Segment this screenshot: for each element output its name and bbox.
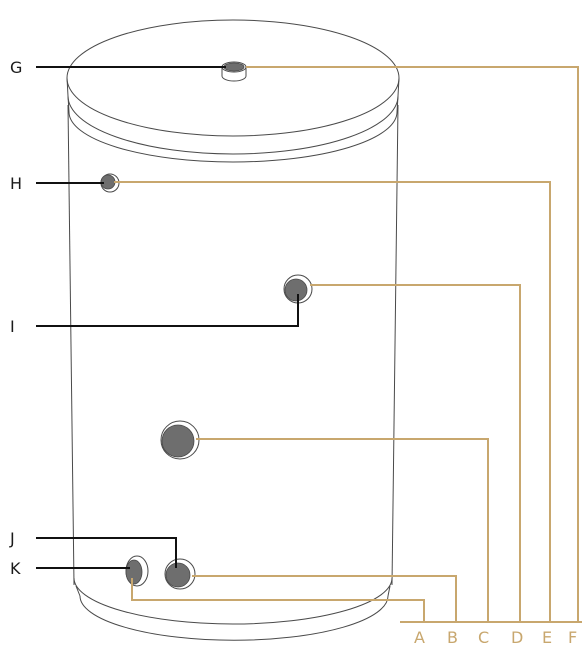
tank-lid-top (66, 19, 400, 137)
label-j: J (9, 529, 15, 548)
tank-base-ring (75, 585, 391, 597)
label-b: B (447, 628, 458, 647)
dim-line-e (114, 181, 551, 622)
connection-labels: G H I J K (9, 58, 22, 578)
leader-i (36, 294, 299, 327)
port-middle-bore (161, 424, 195, 458)
dim-line-a (131, 578, 425, 622)
tank-wall-left (67, 104, 75, 586)
connection-leaders (36, 66, 299, 569)
port-j (164, 558, 196, 590)
dim-line-f (246, 66, 579, 622)
port-middle (160, 420, 200, 460)
dim-line-c (196, 438, 489, 622)
label-e: E (542, 628, 552, 647)
label-i: I (10, 317, 15, 336)
port-j-bore (165, 562, 191, 588)
dim-line-b (192, 575, 457, 622)
label-f: F (568, 628, 577, 647)
label-a: A (414, 628, 425, 647)
port-k-bore (125, 559, 143, 585)
tank-shell-edge (67, 95, 399, 163)
port-k (125, 555, 149, 587)
dimension-lines (114, 66, 582, 623)
dim-line-d (310, 284, 521, 622)
leader-j (36, 537, 177, 568)
port-g-bore (223, 62, 245, 72)
label-d: D (511, 628, 523, 647)
label-h: H (10, 174, 22, 193)
port-g (221, 61, 247, 82)
tank-wall-right (391, 104, 399, 586)
port-i-bore (284, 278, 308, 302)
tank-body (66, 19, 400, 641)
label-g: G (10, 58, 22, 77)
dimension-labels: A B C D E F (414, 628, 577, 647)
label-k: K (10, 559, 21, 578)
label-c: C (478, 628, 489, 647)
tank-base-arc (79, 595, 389, 641)
tank-lid-rim (66, 77, 400, 155)
